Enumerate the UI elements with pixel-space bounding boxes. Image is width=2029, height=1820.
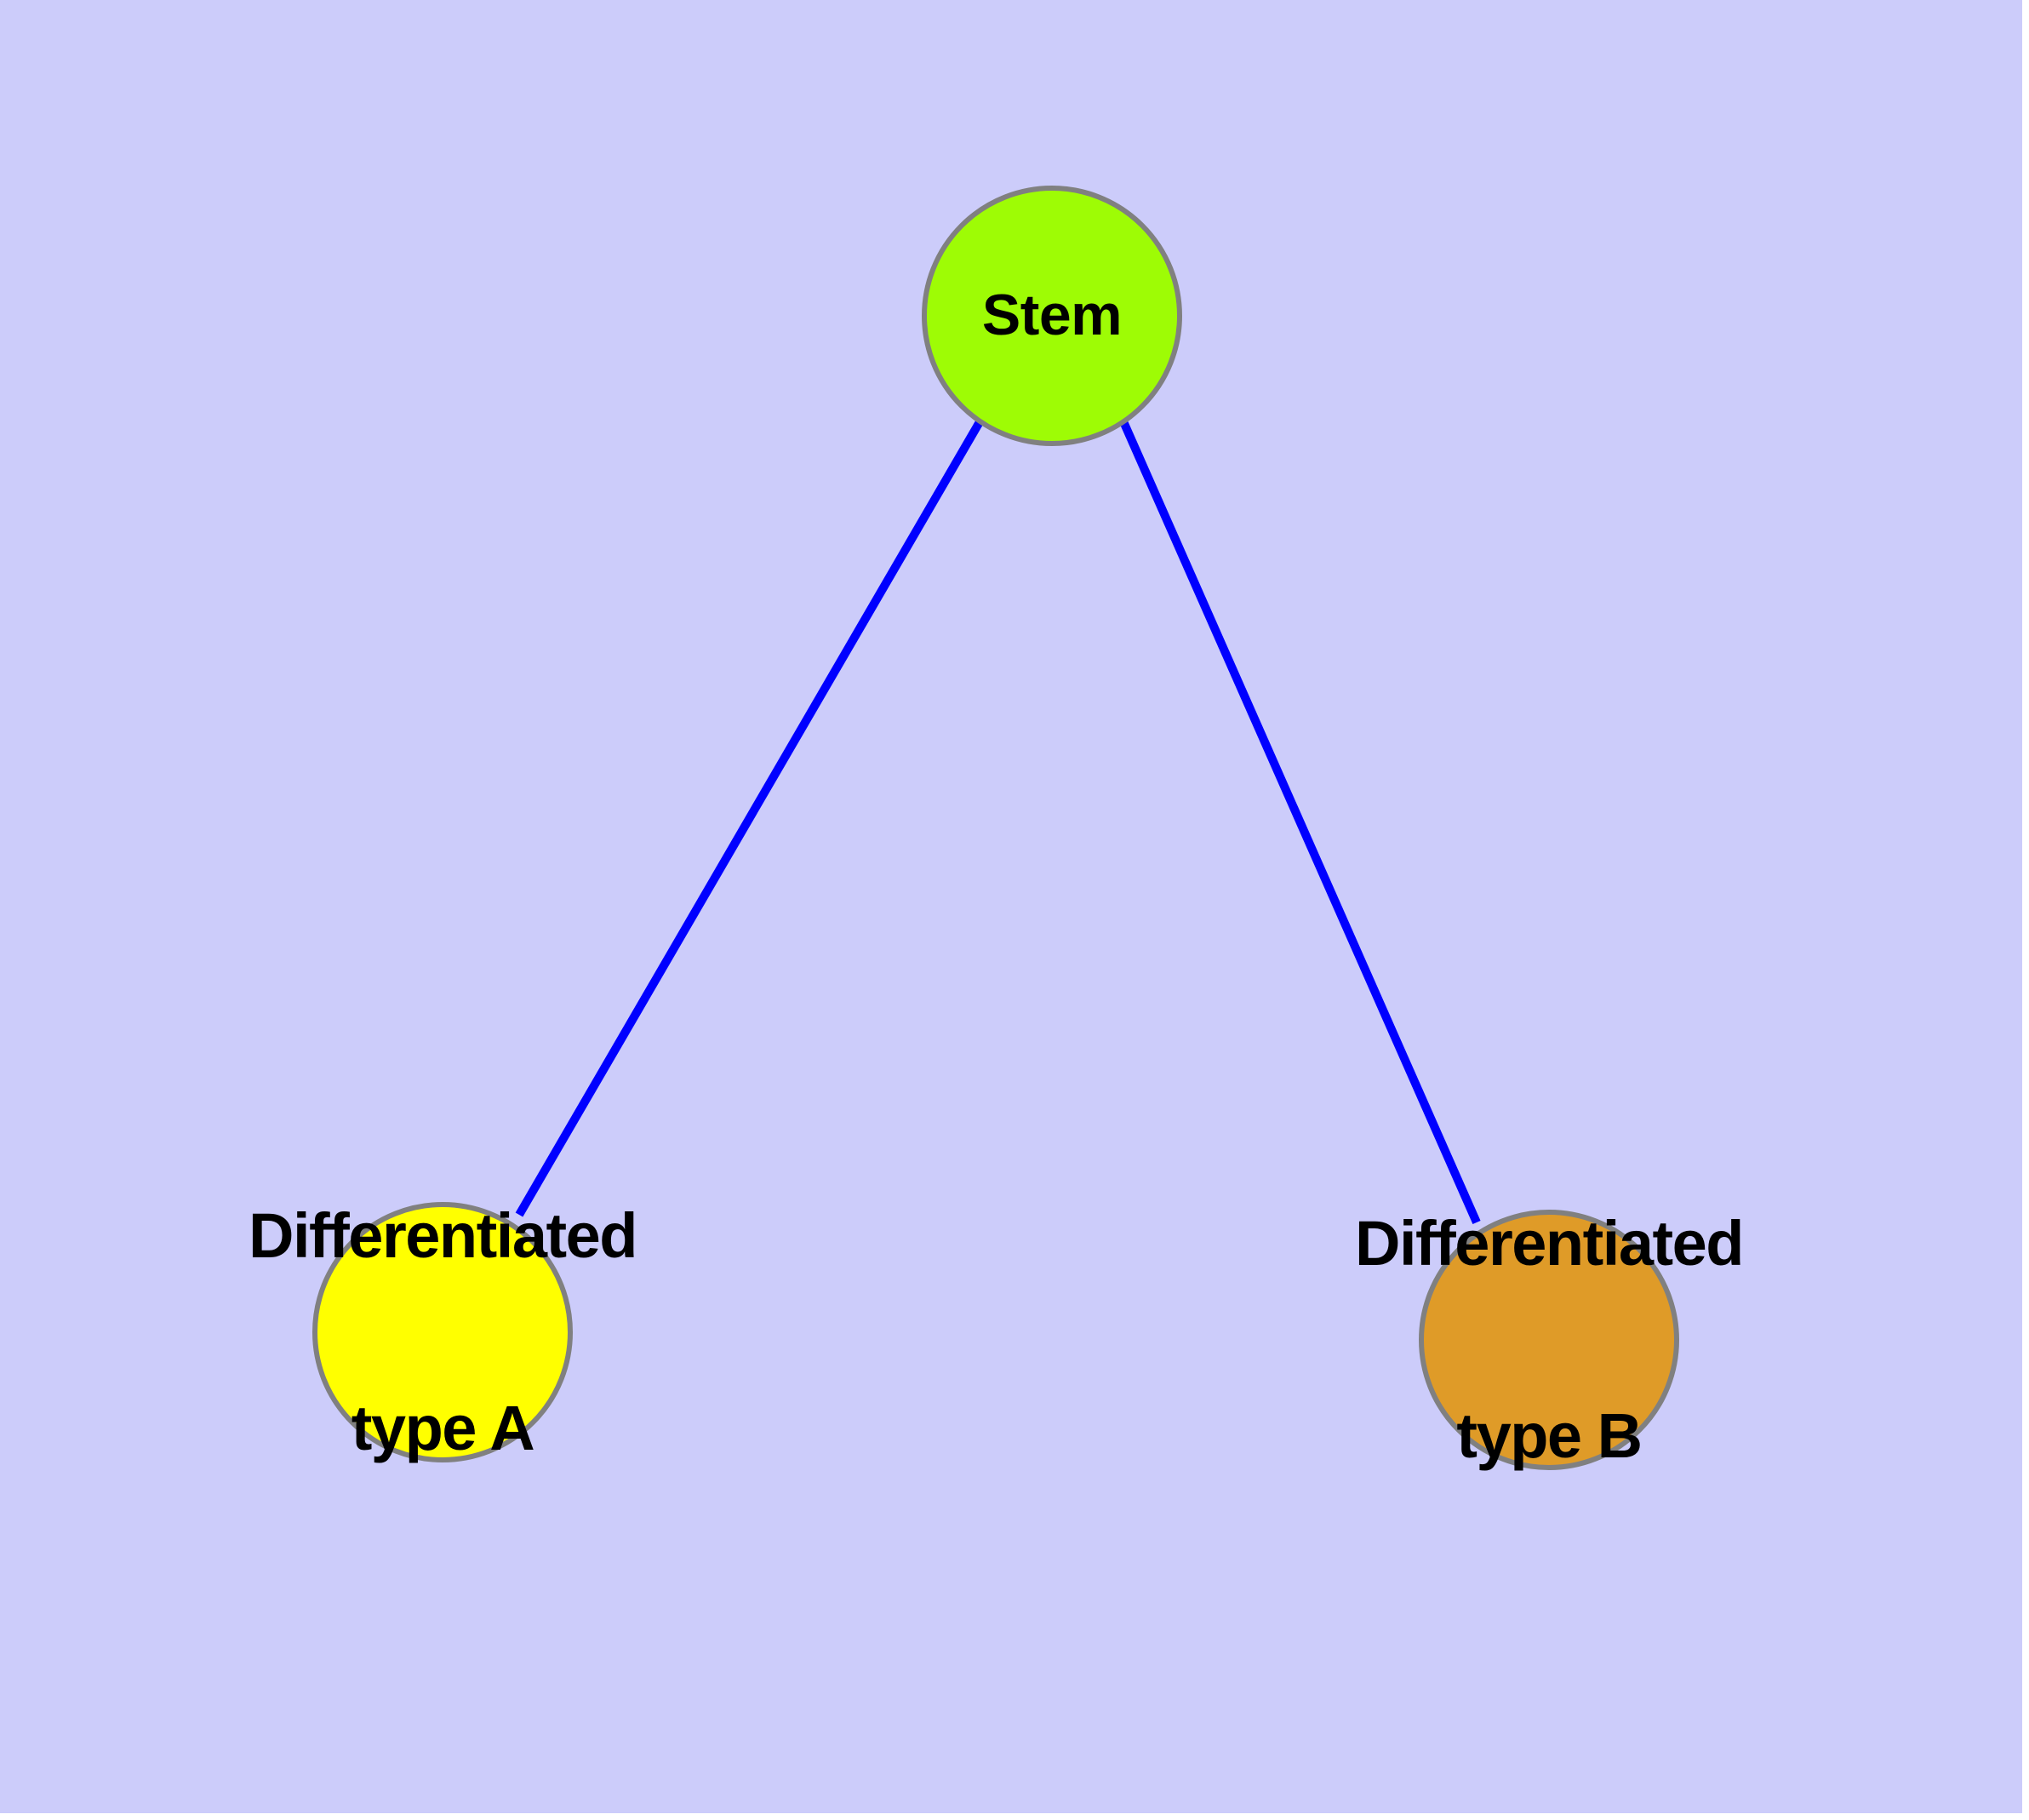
node-layer: [312, 186, 1679, 1470]
edge-stem-to-differentiated-type-b: [1118, 417, 1481, 1225]
node-stem[interactable]: [922, 186, 1182, 446]
edge-layer: [515, 417, 1481, 1225]
node-differentiated-type-a[interactable]: [312, 1202, 573, 1462]
edge-stem-to-differentiated-type-a: [515, 418, 985, 1217]
node-differentiated-type-b[interactable]: [1419, 1210, 1679, 1470]
